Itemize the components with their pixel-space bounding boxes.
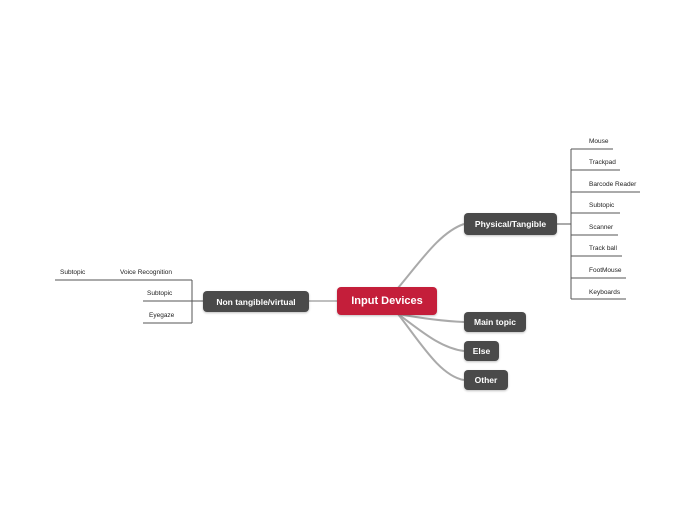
leaf-keyboards[interactable]: Keyboards (589, 289, 621, 296)
leaf-track-ball[interactable]: Track ball (589, 245, 617, 252)
leaf-scanner[interactable]: Scanner (589, 224, 614, 231)
central-topic[interactable]: Input Devices (337, 287, 437, 315)
topic-non-tangible-virtual[interactable]: Non tangible/virtual (203, 291, 309, 312)
connector-else (397, 313, 465, 352)
topic-physical-tangible[interactable]: Physical/Tangible (464, 213, 557, 235)
leaf-voice-recognition[interactable]: Voice Recognition (120, 269, 173, 276)
connector-main-topic (397, 313, 465, 323)
connector-physical (397, 223, 465, 289)
topic-else[interactable]: Else (464, 341, 499, 361)
connector-other (397, 313, 465, 381)
topic-other[interactable]: Other (464, 370, 508, 390)
leaf-voice-subtopic[interactable]: Subtopic (60, 269, 86, 276)
leaf-trackpad[interactable]: Trackpad (589, 159, 616, 166)
leaf-eyegaze[interactable]: Eyegaze (149, 312, 175, 319)
leaf-subtopic[interactable]: Subtopic (589, 202, 615, 209)
leaf-subtopic-virtual[interactable]: Subtopic (147, 290, 173, 297)
leaf-mouse[interactable]: Mouse (589, 138, 609, 145)
topic-main-topic[interactable]: Main topic (464, 312, 526, 332)
leaf-footmouse[interactable]: FootMouse (589, 267, 622, 274)
leaf-barcode-reader[interactable]: Barcode Reader (589, 181, 637, 188)
